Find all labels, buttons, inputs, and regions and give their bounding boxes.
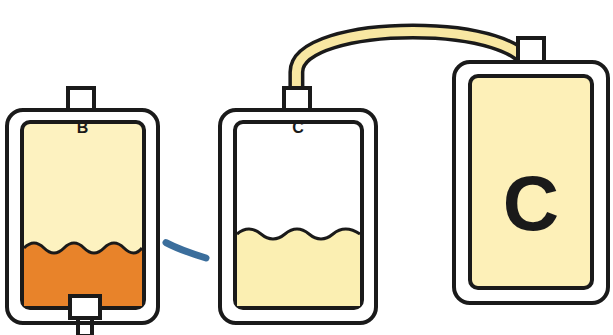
bag-box: C — [452, 60, 610, 305]
top-port — [518, 38, 544, 62]
bag-box: C — [218, 108, 378, 325]
bag-label: C — [222, 120, 374, 136]
bag-body — [5, 108, 160, 325]
top-port — [284, 88, 310, 110]
liquid-surface — [237, 229, 360, 239]
liquid — [237, 229, 360, 306]
bag-body — [452, 60, 610, 305]
bag-inner — [235, 122, 362, 308]
flow-arrow — [166, 243, 206, 258]
bag-label: B — [9, 120, 156, 136]
connector — [166, 243, 206, 258]
bag-box: B — [5, 108, 160, 325]
bottom-port — [70, 296, 100, 318]
bag-label: C — [456, 164, 606, 242]
bag-inner — [22, 122, 144, 308]
top-port — [68, 88, 94, 110]
bag-body — [218, 108, 378, 325]
liquid-surface — [24, 243, 142, 253]
bottom-stem — [78, 318, 92, 335]
